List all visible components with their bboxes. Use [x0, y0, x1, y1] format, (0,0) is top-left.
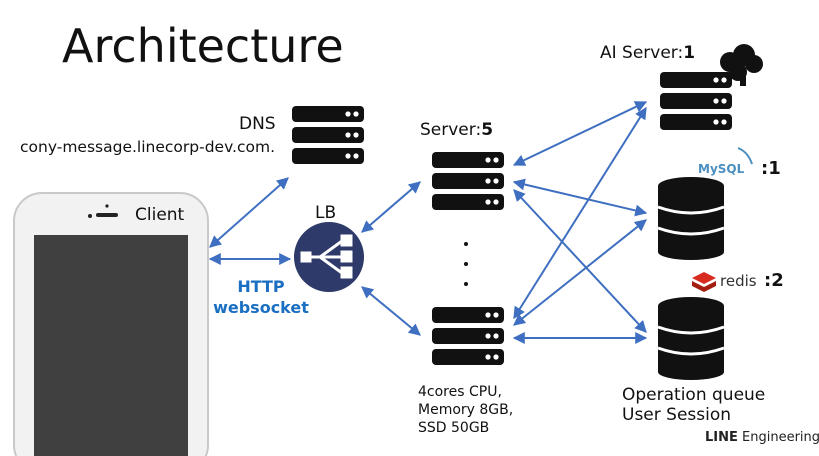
dns-label: DNS [239, 114, 276, 134]
connection-arrows [208, 101, 648, 344]
redis-roles: Operation queue User Session [622, 385, 765, 425]
brand-engineering: Engineering [742, 430, 819, 445]
role-user-session: User Session [622, 405, 732, 425]
mysql-logo-text: MySQL [698, 162, 745, 176]
redis-count: :2 [764, 270, 784, 291]
role-operation-queue: Operation queue [622, 385, 766, 405]
ai-server-count: 1 [683, 43, 696, 63]
server-specs: 4cores CPU, Memory 8GB, SSD 50GB [418, 383, 513, 437]
app-server-count: 5 [481, 120, 494, 140]
redis-database-icon [657, 297, 725, 380]
footer-brand: LINE Engineering [705, 430, 819, 445]
spec-cpu: 4cores CPU, [418, 384, 502, 400]
app-server-icon-bottom [432, 307, 504, 365]
dns-domain: cony-message.linecorp-dev.com. [20, 138, 275, 156]
protocol-websocket: websocket [213, 298, 309, 317]
ai-server-label: AI Server:1 [600, 43, 696, 63]
dns-server-icon [292, 106, 364, 164]
phone-icon [13, 192, 209, 456]
mysql-logo [737, 147, 753, 165]
redis-logo [692, 272, 716, 292]
lb-label: LB [315, 203, 337, 223]
mysql-database-icon [657, 177, 725, 260]
spec-memory: Memory 8GB, [418, 402, 514, 418]
mysql-count: :1 [761, 158, 781, 179]
app-server-icon-top [432, 152, 504, 210]
load-balancer-icon [294, 222, 364, 292]
client-label: Client [135, 205, 185, 225]
brain-icon [720, 44, 763, 86]
app-server-label: Server:5 [420, 120, 494, 140]
server-ellipsis [464, 242, 468, 286]
protocol-http: HTTP [237, 277, 285, 296]
spec-ssd: SSD 50GB [418, 420, 490, 436]
brand-line: LINE [705, 430, 738, 445]
ai-server-icon [660, 72, 732, 130]
page-title: Architecture [62, 19, 344, 73]
redis-logo-text: redis [720, 272, 757, 290]
